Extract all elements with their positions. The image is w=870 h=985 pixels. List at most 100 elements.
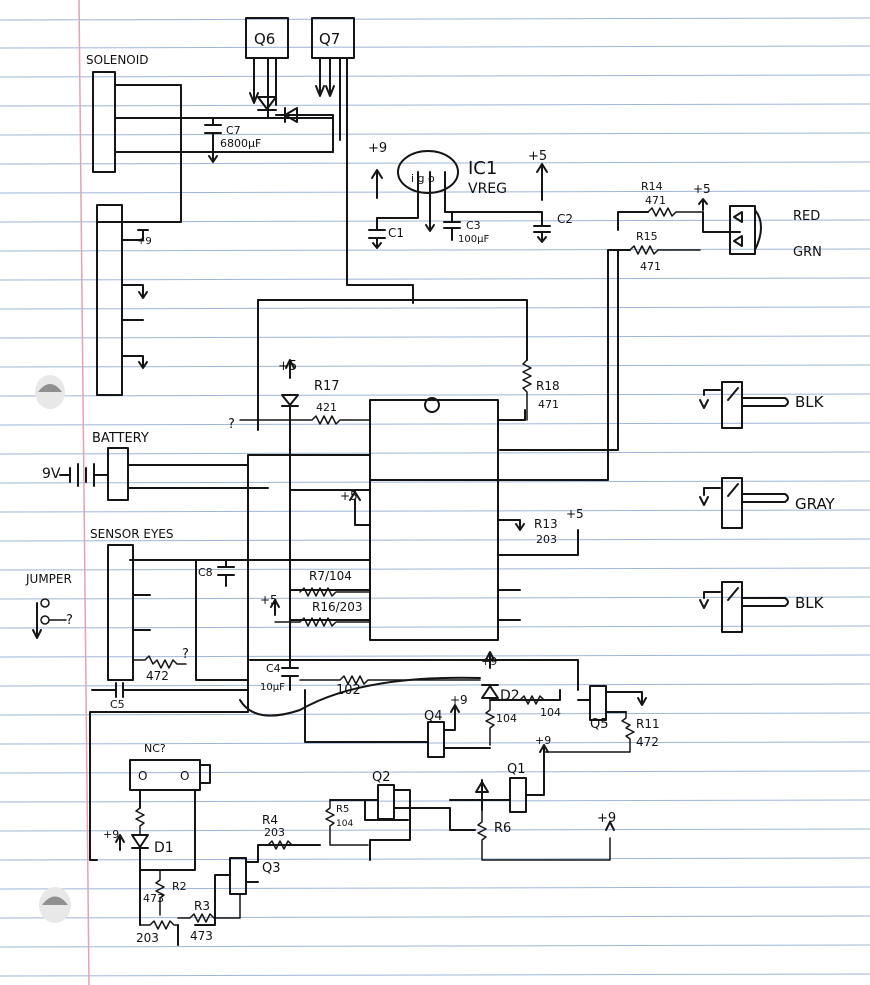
label-plus9-d1: +9 <box>103 828 119 841</box>
label-r18: R18 <box>536 379 560 393</box>
label-battery: BATTERY <box>92 431 149 446</box>
label-grn: GRN <box>793 245 822 260</box>
capacitor-c5 <box>89 682 249 861</box>
label-c1: C1 <box>388 226 404 240</box>
label-c7: C7 <box>226 124 241 137</box>
label-104-d2: 104 <box>496 712 517 725</box>
pin-header <box>96 204 149 396</box>
label-r3: R3 <box>194 899 210 913</box>
transistor-q5 <box>544 685 647 753</box>
label-r11-value: 472 <box>636 735 659 749</box>
regulator-ic1 <box>368 150 551 249</box>
label-plus9-right: +9 <box>597 811 616 826</box>
margin-line <box>78 0 90 985</box>
ruled-lines <box>0 17 870 977</box>
label-r13: R13 <box>534 517 558 531</box>
label-r15-value: 471 <box>640 260 661 273</box>
label-r2: R2 <box>172 880 187 893</box>
resistor-r17 <box>239 359 371 661</box>
nc-connector <box>115 759 211 946</box>
label-plus9-d2: +9 <box>481 655 497 668</box>
resistor-r7 <box>299 587 371 597</box>
labels: SOLENOID Q6 Q7 C7 6800µF +9 IC1 VREG i g… <box>25 30 836 945</box>
label-solenoid: SOLENOID <box>86 53 149 67</box>
transistor-q2 <box>325 784 476 861</box>
label-472: 472 <box>146 669 169 683</box>
resistor-r6 <box>477 809 615 861</box>
sensor-eyes-connector <box>107 544 249 681</box>
label-gray: GRAY <box>795 495 836 513</box>
diode-d2 <box>481 651 561 746</box>
label-red: RED <box>793 209 820 224</box>
label-r18-value: 471 <box>538 398 559 411</box>
label-plus5-led: +5 <box>693 182 711 196</box>
label-plus9-q1: +9 <box>535 734 551 747</box>
label-q7: Q7 <box>319 30 340 48</box>
label-104-q5: 104 <box>540 706 561 719</box>
label-r5: R5 <box>336 804 349 815</box>
label-c8: C8 <box>198 566 213 579</box>
connector-blk-2 <box>699 581 789 633</box>
label-q5: Q5 <box>590 717 609 732</box>
label-9v: 9V <box>42 466 61 482</box>
label-r5-value: 104 <box>336 819 353 829</box>
connector-blk-1 <box>699 381 789 429</box>
transistor-q3 <box>177 844 321 926</box>
label-d1: D1 <box>154 840 174 856</box>
label-q2: Q2 <box>372 770 391 785</box>
label-plus9-reg: +9 <box>368 141 387 156</box>
label-r4-value: 203 <box>264 826 285 839</box>
label-r13-value: 203 <box>536 533 557 546</box>
capacitor-c4 <box>239 659 579 717</box>
capacitor-c7 <box>204 117 222 163</box>
label-nc-pin-right: O <box>180 769 189 783</box>
label-plus9-left: +9 <box>137 236 152 247</box>
label-r14: R14 <box>641 180 663 193</box>
battery <box>59 447 269 501</box>
binder-holes <box>35 375 71 923</box>
capacitor-c8 <box>217 559 235 587</box>
label-r15: R15 <box>636 230 658 243</box>
label-r2-value: 473 <box>143 892 164 905</box>
label-q1: Q1 <box>507 762 526 777</box>
label-sensor-eyes: SENSOR EYES <box>90 527 174 541</box>
label-r7: R7/104 <box>309 569 352 583</box>
label-r4: R4 <box>262 813 278 827</box>
transistor-q7 <box>275 17 414 304</box>
resistor-r18 <box>522 359 532 421</box>
jumper <box>32 598 67 639</box>
label-q4: Q4 <box>424 709 443 724</box>
resistor-r4 <box>257 840 321 850</box>
label-c3: C3 <box>466 219 481 232</box>
connector-gray <box>699 477 789 529</box>
label-c3-value: 100µF <box>458 234 489 245</box>
label-c4: C4 <box>266 662 281 675</box>
label-203-bottom: 203 <box>136 931 159 945</box>
label-r14-value: 471 <box>645 194 666 207</box>
label-jumper: JUMPER <box>25 572 72 586</box>
label-r6: R6 <box>494 821 511 836</box>
label-plus5-r17: +5 <box>278 359 297 374</box>
label-plus5-chip: +5 <box>340 489 358 503</box>
label-r3-value: 473 <box>190 929 213 943</box>
label-c5: C5 <box>110 698 125 711</box>
label-blk-1: BLK <box>795 393 825 411</box>
transistor-q1 <box>449 744 549 813</box>
label-blk-2: BLK <box>795 594 825 612</box>
resistor-r16 <box>270 599 371 627</box>
label-nc-pin-left: O <box>138 769 147 783</box>
label-jumper-question: ? <box>66 613 73 628</box>
label-vreg: VREG <box>468 181 507 197</box>
label-c4-value: 10µF <box>260 682 285 693</box>
label-d2: D2 <box>500 688 520 704</box>
label-r17: R17 <box>314 379 340 394</box>
label-q3: Q3 <box>262 861 281 876</box>
transistor-q4 <box>304 689 491 758</box>
label-plus9-q4: +9 <box>450 693 468 707</box>
label-102: 102 <box>336 683 361 698</box>
led-indicators <box>369 198 762 481</box>
label-ic1-pins: i g o <box>411 172 435 185</box>
label-ic1: IC1 <box>468 158 497 179</box>
